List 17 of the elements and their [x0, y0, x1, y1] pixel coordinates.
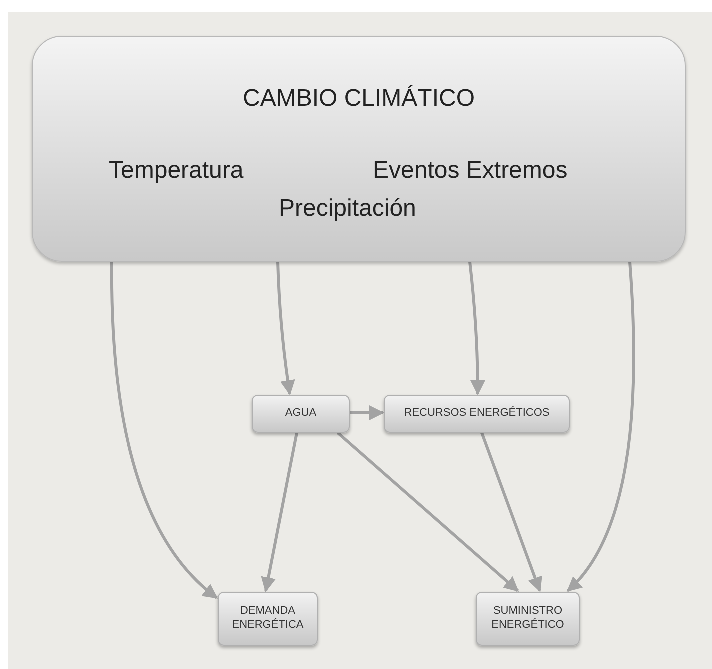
arrow [480, 432, 542, 592]
arrow [468, 262, 486, 396]
rounded-box [32, 36, 686, 262]
process-box: DEMANDA ENERGÉTICA [218, 592, 318, 646]
arrow [261, 432, 298, 592]
arrow [350, 406, 384, 420]
factor-label: Temperatura [109, 156, 244, 186]
arrow [276, 262, 296, 396]
arrow [337, 432, 520, 592]
process-box: AGUA [252, 395, 350, 433]
process-box: SUMINISTRO ENERGÉTICO [476, 592, 580, 646]
factor-label: Precipitación [279, 194, 416, 224]
arrow [110, 262, 218, 600]
factor-label: Eventos Extremos [373, 156, 568, 186]
title-text: CAMBIO CLIMÁTICO [242, 84, 476, 114]
arrow [566, 262, 636, 592]
process-box: RECURSOS ENERGÉTICOS [384, 395, 570, 433]
